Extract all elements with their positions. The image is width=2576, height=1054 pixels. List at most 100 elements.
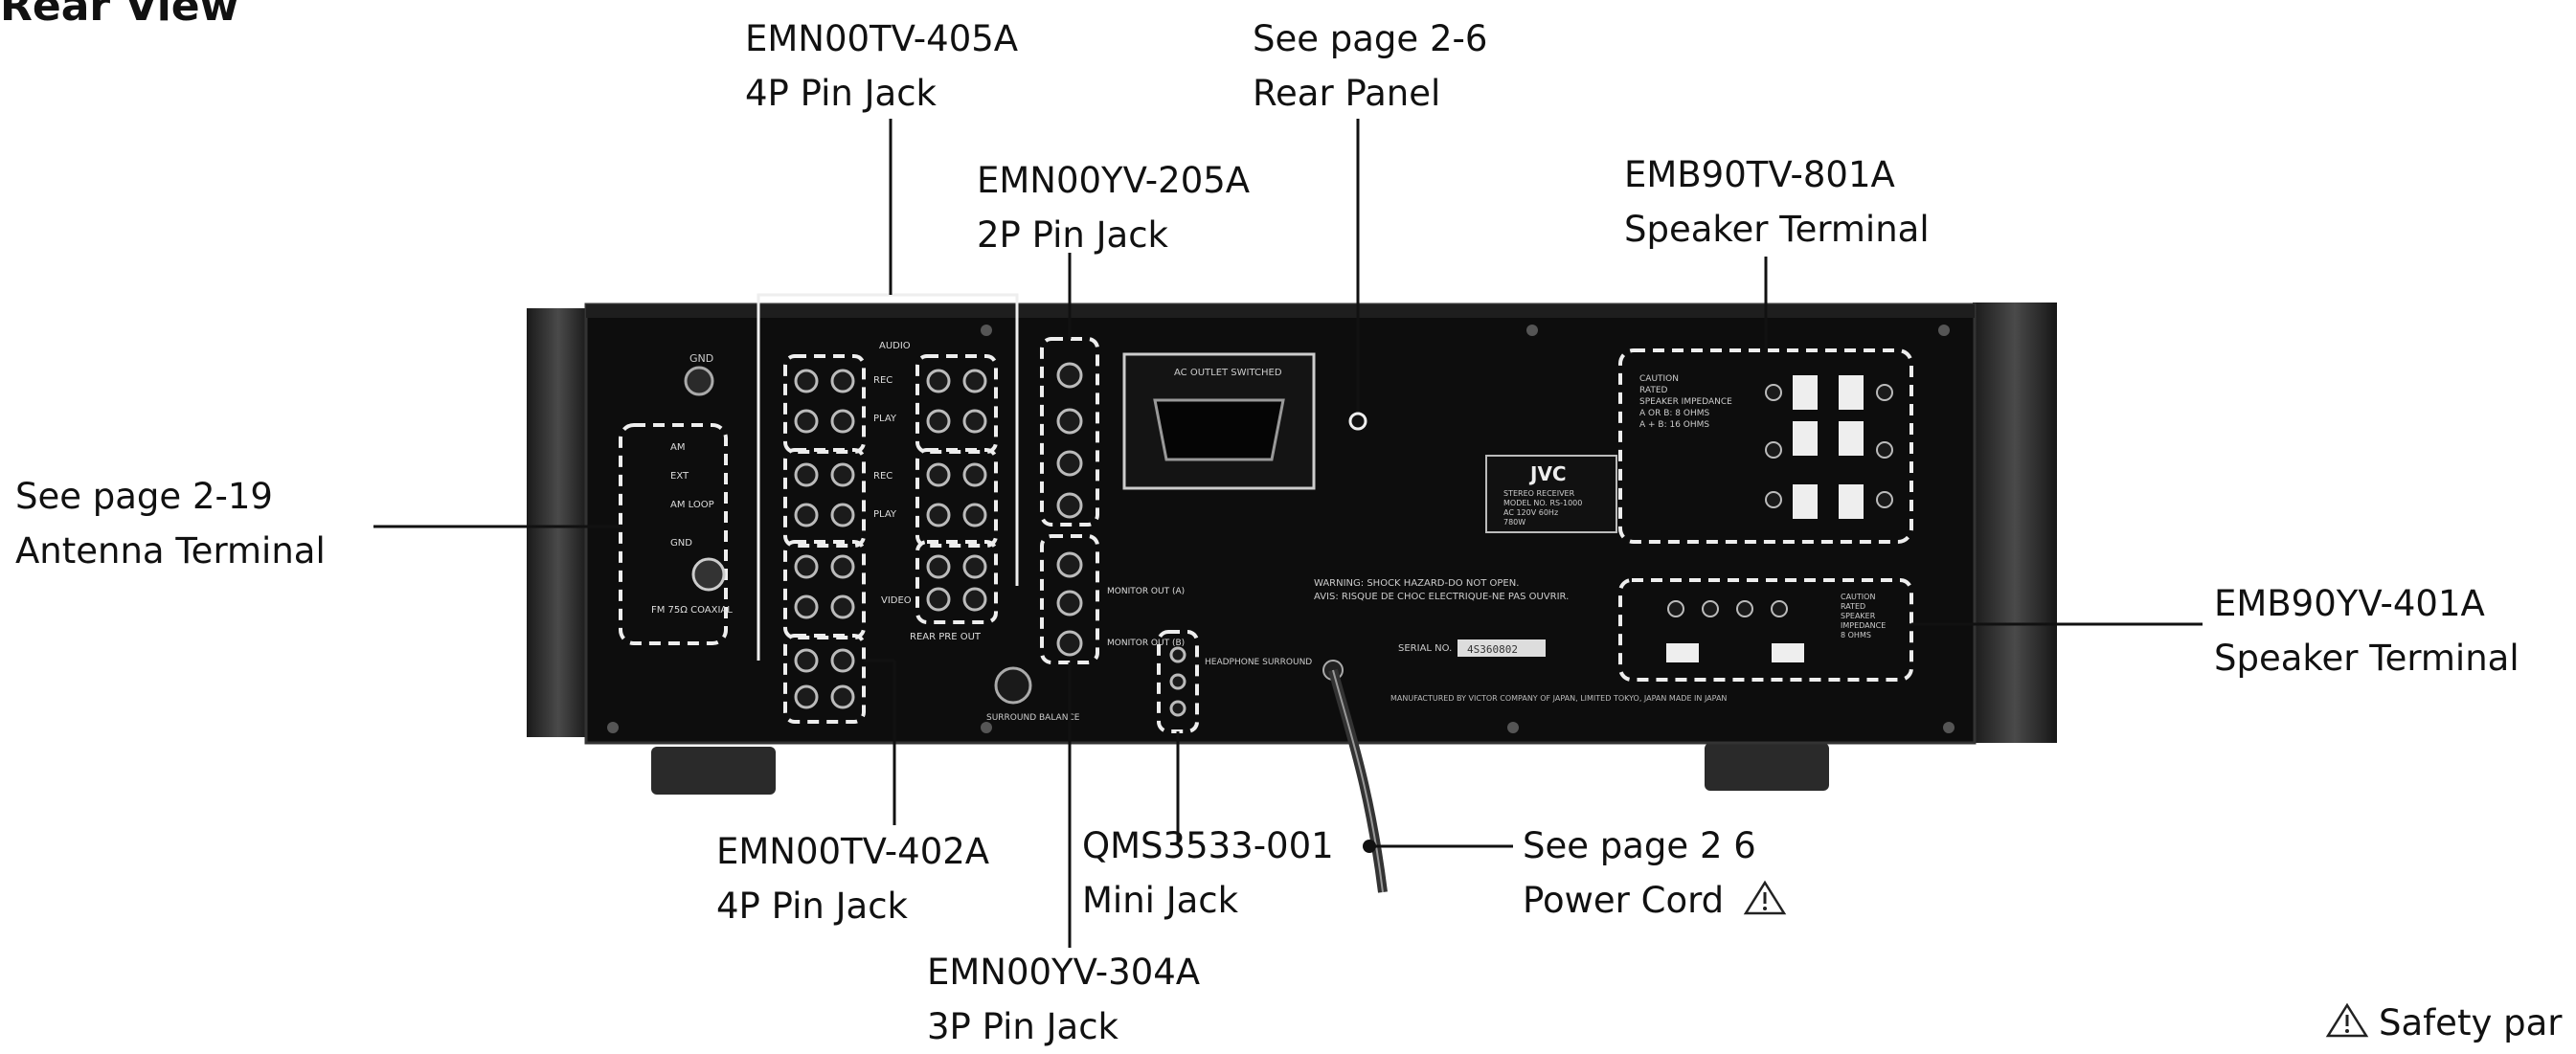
warning-triangle-icon — [1743, 880, 1787, 915]
jack-box-2p — [1040, 337, 1099, 527]
callout-description: Antenna Terminal — [15, 530, 326, 572]
svg-text:CAUTION: CAUTION — [1841, 593, 1875, 601]
svg-text:PLAY: PLAY — [873, 509, 897, 520]
warning-triangle-icon — [2325, 1002, 2369, 1038]
surround-balance-label: SURROUND BALANCE — [986, 713, 1080, 723]
callout-part-number: EMN00TV-402A — [716, 831, 990, 872]
power-cord-leader-dot — [1363, 840, 1376, 853]
svg-text:AM LOOP: AM LOOP — [670, 500, 714, 510]
model-plate — [1485, 455, 1617, 533]
gnd-terminal — [684, 366, 714, 396]
callout-description: 4P Pin Jack — [745, 73, 937, 114]
callout-description: Power Cord — [1523, 880, 1725, 921]
svg-text:SPEAKER IMPEDANCE: SPEAKER IMPEDANCE — [1639, 397, 1732, 407]
callout-description: Speaker Terminal — [2214, 638, 2520, 679]
svg-text:WARNING: SHOCK HAZARD-DO NOT O: WARNING: SHOCK HAZARD-DO NOT OPEN. — [1314, 578, 1519, 589]
ac-outlet-label: AC OUTLET SWITCHED — [1174, 368, 1282, 378]
callout-405a: EMN00TV-405A 4P Pin Jack — [745, 11, 1018, 121]
svg-text:FM 75Ω COAXIAL: FM 75Ω COAXIAL — [651, 605, 733, 616]
callout-part-number: EMN00YV-205A — [977, 160, 1251, 201]
callout-description: Speaker Terminal — [1624, 209, 1930, 250]
manufacturer-text: MANUFACTURED BY VICTOR COMPANY OF JAPAN,… — [1390, 694, 1727, 703]
callout-402a: EMN00TV-402A 4P Pin Jack — [716, 824, 989, 933]
leader-lines — [373, 119, 2203, 948]
speaker-caution-text: CAUTION RATED SPEAKER IMPEDANCE A OR B: … — [1639, 374, 1732, 430]
svg-text:780W: 780W — [1503, 518, 1525, 527]
callout-description: 2P Pin Jack — [977, 214, 1168, 256]
speaker-b-caution-text: CAUTION RATED SPEAKER IMPEDANCE 8 OHMS — [1841, 593, 1886, 639]
svg-text:MONITOR OUT (B): MONITOR OUT (B) — [1107, 639, 1185, 648]
svg-text:EXT: EXT — [670, 471, 689, 482]
callout-rear-panel: See page 2-6 Rear Panel — [1253, 11, 1487, 121]
headphone-surround-label: HEADPHONE SURROUND — [1205, 658, 1312, 667]
callout-description: 4P Pin Jack — [716, 886, 908, 927]
svg-text:SPEAKER: SPEAKER — [1841, 612, 1876, 620]
monitor-out-labels: MONITOR OUT (A) MONITOR OUT (B) — [1107, 587, 1185, 648]
svg-text:A + B: 16 OHMS: A + B: 16 OHMS — [1639, 420, 1709, 430]
antenna-terminal-labels: AM EXT AM LOOP GND FM 75Ω COAXIAL — [651, 442, 733, 616]
callout-part-number: See page 2 6 — [1523, 825, 1756, 866]
svg-text:CAUTION: CAUTION — [1639, 374, 1679, 384]
callout-401a: EMB90YV-401A Speaker Terminal — [2214, 576, 2520, 685]
svg-text:RATED: RATED — [1841, 602, 1865, 611]
jack-boxes-left — [783, 354, 866, 724]
rca-jacks — [794, 369, 987, 709]
callout-part-number: EMB90YV-401A — [2214, 583, 2485, 624]
foot-right — [1705, 743, 1829, 791]
svg-text:VIDEO: VIDEO — [881, 595, 912, 606]
speaker-terminal-clips — [1793, 375, 1864, 519]
safety-note-text: Safety par — [2379, 1002, 2563, 1043]
callout-part-number: QMS3533-001 — [1082, 825, 1334, 866]
svg-text:STEREO RECEIVER: STEREO RECEIVER — [1503, 489, 1575, 498]
brand-logo-text: JVC — [1528, 462, 1567, 485]
callout-part-number: See page 2-6 — [1253, 18, 1488, 59]
callout-antenna: See page 2-19 Antenna Terminal — [15, 469, 326, 578]
svg-text:MONITOR OUT (A): MONITOR OUT (A) — [1107, 587, 1185, 596]
gnd-label: GND — [689, 352, 713, 365]
foot-left — [651, 747, 776, 795]
callout-part-number: EMB90TV-801A — [1624, 154, 1895, 195]
chassis-screws — [607, 325, 1955, 733]
speaker-terminal-screws — [1765, 384, 1893, 508]
svg-text:AUDIO: AUDIO — [879, 341, 911, 351]
jack-row-labels: REC PLAY REC PLAY AUDIO VIDEO REAR PRE O… — [873, 341, 982, 642]
side-panel-right — [1973, 303, 2057, 743]
model-plate-text: STEREO RECEIVER MODEL NO. RS-1000 AC 120… — [1503, 489, 1582, 527]
serial-value: 4S360802 — [1467, 643, 1518, 656]
svg-text:8 OHMS: 8 OHMS — [1841, 631, 1871, 639]
callout-description-row: Power Cord — [1523, 873, 1787, 928]
callout-description: Rear Panel — [1253, 73, 1441, 114]
svg-text:REAR PRE OUT: REAR PRE OUT — [910, 632, 982, 642]
safety-footnote: Safety par — [2325, 996, 2563, 1050]
antenna-terminal-block — [619, 423, 728, 645]
chassis-top-lip — [586, 304, 1975, 318]
svg-text:PLAY: PLAY — [873, 414, 897, 424]
fm-coaxial-connector — [691, 557, 726, 592]
callout-205a: EMN00YV-205A 2P Pin Jack — [977, 153, 1250, 262]
callout-description: Mini Jack — [1082, 880, 1239, 921]
callout-part-number: EMN00TV-405A — [745, 18, 1019, 59]
callout-part-number: See page 2-19 — [15, 476, 273, 517]
rear-panel-leader-dot — [1348, 412, 1367, 431]
svg-text:REC: REC — [873, 471, 893, 482]
callout-801a: EMB90TV-801A Speaker Terminal — [1624, 147, 1930, 257]
rca-jacks-right-column — [1056, 362, 1083, 657]
callout-304a: EMN00YV-304A 3P Pin Jack — [927, 945, 1200, 1054]
surround-balance-knob — [994, 666, 1032, 705]
mini-jacks — [1169, 646, 1186, 717]
svg-text:MODEL NO. RS-1000: MODEL NO. RS-1000 — [1503, 499, 1582, 507]
page-heading: Rear View — [0, 0, 239, 31]
svg-text:RATED: RATED — [1639, 386, 1668, 395]
svg-text:AM: AM — [670, 442, 685, 453]
svg-text:IMPEDANCE: IMPEDANCE — [1841, 621, 1886, 630]
serial-label: SERIAL NO. — [1398, 643, 1452, 654]
speaker-b-clips — [1666, 643, 1804, 662]
jack-group-bracket — [757, 293, 1019, 661]
speaker-b-screws — [1667, 600, 1788, 617]
svg-text:AVIS: RISQUE DE CHOC ELECTRIQU: AVIS: RISQUE DE CHOC ELECTRIQUE-NE PAS O… — [1314, 592, 1569, 602]
svg-text:A OR B: 8 OHMS: A OR B: 8 OHMS — [1639, 409, 1709, 418]
speaker-terminal-801a — [1618, 348, 1913, 544]
side-panel-left — [527, 308, 590, 737]
callout-mini-jack: QMS3533-001 Mini Jack — [1082, 819, 1334, 928]
